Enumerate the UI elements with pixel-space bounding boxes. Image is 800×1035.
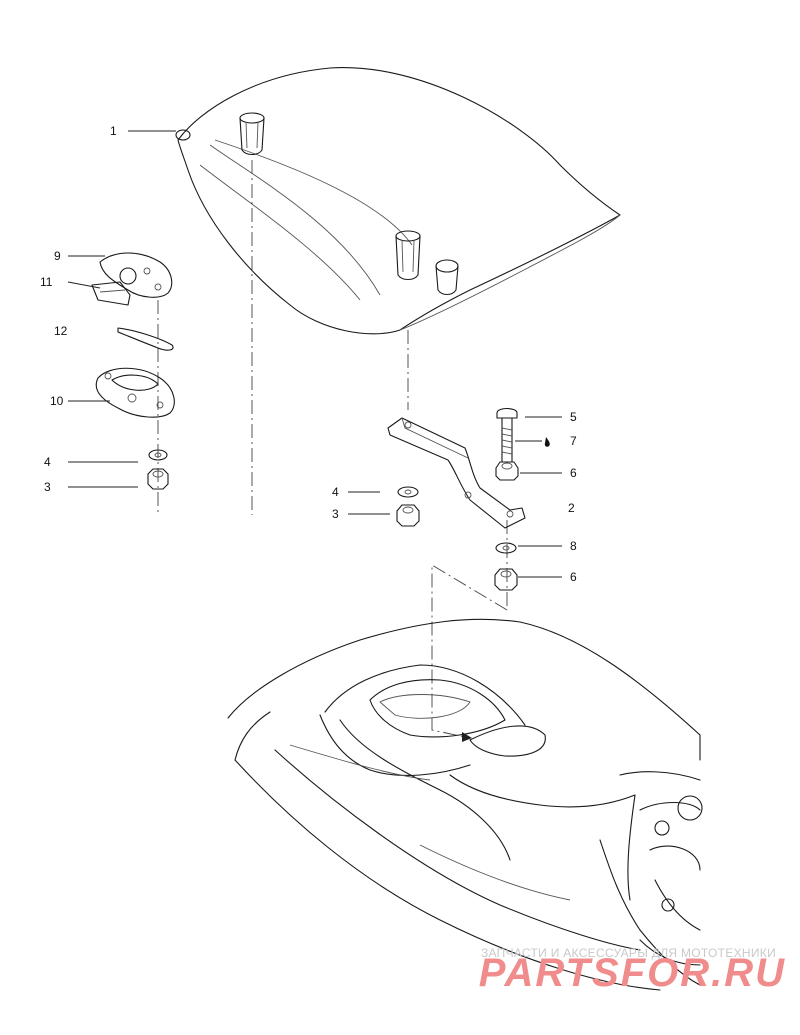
callout-3-left: 3: [44, 480, 51, 494]
callout-3-center: 3: [332, 507, 339, 521]
watermark-brand: PARTSFOR.RU: [479, 951, 786, 995]
callout-2: 2: [568, 501, 575, 515]
nut-center: [396, 504, 420, 527]
latch-cover: [99, 252, 173, 298]
drop-icon: [544, 437, 550, 447]
callout-12: 12: [54, 324, 68, 338]
hood-cover: [175, 67, 621, 335]
spring-pin: [117, 327, 174, 351]
callout-5: 5: [570, 410, 577, 424]
bolt: [496, 407, 518, 463]
callout-4-left: 4: [44, 455, 51, 469]
callout-7: 7: [570, 434, 577, 448]
callout-8: 8: [570, 539, 577, 553]
callout-9: 9: [54, 249, 61, 263]
watermark-tagline: ЗАПЧАСТИ И АКСЕССУАРЫ ДЛЯ МОТОТЕХНИКИ: [481, 946, 776, 960]
centerline-to-body: [431, 564, 508, 739]
callout-6-upper: 6: [570, 466, 577, 480]
callout-6-lower: 6: [570, 570, 577, 584]
callout-11: 11: [40, 275, 53, 289]
callout-1: 1: [110, 124, 117, 138]
washer-left: [148, 449, 168, 461]
latch-base: [95, 367, 175, 418]
hood-post-middle: [395, 230, 421, 281]
nut-left: [147, 468, 169, 490]
latch-clip: [91, 281, 131, 306]
nut-lower: [494, 568, 518, 591]
callout-10: 10: [50, 394, 64, 408]
callout-4-center: 4: [332, 485, 339, 499]
washer-center: [397, 486, 419, 498]
bracket: [387, 417, 526, 529]
washer-lower: [495, 542, 517, 554]
nut-upper: [495, 461, 519, 481]
hull-body: [227, 618, 703, 991]
hood-post-left: [239, 112, 265, 156]
hood-post-right: [435, 259, 459, 296]
